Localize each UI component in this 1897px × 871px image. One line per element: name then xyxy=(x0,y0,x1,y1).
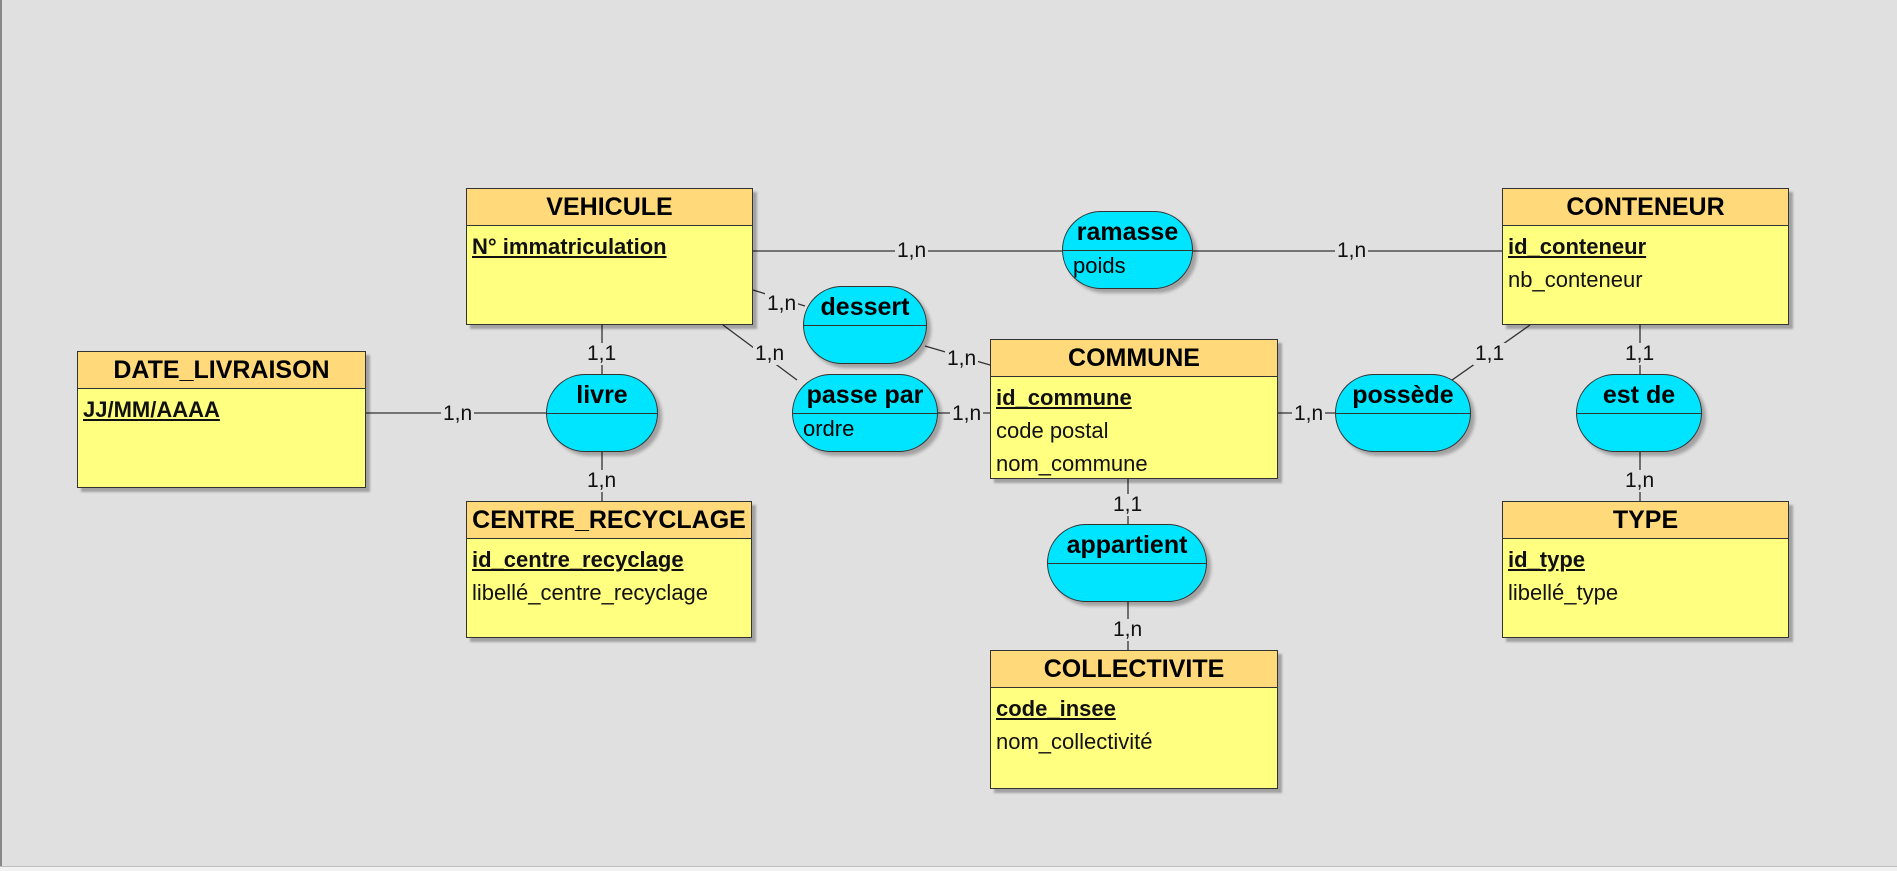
cardinality-vehicule-passe-par: 1,n xyxy=(753,342,787,365)
cardinality-commune-appartient: 1,1 xyxy=(1111,493,1145,516)
primary-key-attribute: JJ/MM/AAAA xyxy=(83,397,220,422)
association-name: possède xyxy=(1336,375,1470,414)
association-name: ramasse xyxy=(1063,212,1192,251)
cardinality-date-livre: 1,n xyxy=(441,402,475,425)
entity-attributes: JJ/MM/AAAA xyxy=(78,389,365,426)
association-property: ordre xyxy=(803,416,855,441)
entity-conteneur[interactable]: CONTENEUR id_conteneur nb_conteneur xyxy=(1502,188,1789,325)
entity-attributes: code_insee nom_collectivité xyxy=(991,688,1277,758)
cardinality-conteneur-est-de: 1,1 xyxy=(1623,342,1657,365)
entity-date-livraison[interactable]: DATE_LIVRAISON JJ/MM/AAAA xyxy=(77,351,366,488)
association-name: livre xyxy=(547,375,657,414)
cardinality-conteneur-possede: 1,1 xyxy=(1473,342,1507,365)
association-name: appartient xyxy=(1048,525,1206,564)
attribute: libellé_type xyxy=(1508,580,1619,605)
entity-attributes: id_centre_recyclage libellé_centre_recycl… xyxy=(467,539,751,609)
association-est-de[interactable]: est de xyxy=(1576,374,1702,452)
association-properties: poids xyxy=(1063,251,1192,281)
cardinality-commune-passe-par: 1,n xyxy=(950,402,984,425)
association-name: dessert xyxy=(804,287,926,326)
entity-type[interactable]: TYPE id_type libellé_type xyxy=(1502,501,1789,638)
association-possede[interactable]: possède xyxy=(1335,374,1471,452)
entity-title: VEHICULE xyxy=(467,189,752,226)
attribute: nb_conteneur xyxy=(1508,267,1643,292)
cardinality-commune-dessert: 1,n xyxy=(945,347,979,370)
association-appartient[interactable]: appartient xyxy=(1047,524,1207,602)
attribute: nom_collectivité xyxy=(996,729,1153,754)
entity-title: DATE_LIVRAISON xyxy=(78,352,365,389)
primary-key-attribute: N° immatriculation xyxy=(472,234,667,259)
primary-key-attribute: id_centre_recyclage xyxy=(472,547,684,572)
attribute: libellé_centre_recyclage xyxy=(472,580,709,605)
association-property: poids xyxy=(1073,253,1126,278)
entity-title: TYPE xyxy=(1503,502,1788,539)
entity-vehicule[interactable]: VEHICULE N° immatriculation xyxy=(466,188,753,325)
entity-attributes: id_conteneur nb_conteneur xyxy=(1503,226,1788,296)
entity-title: CENTRE_RECYCLAGE xyxy=(467,502,751,539)
primary-key-attribute: id_type xyxy=(1508,547,1586,572)
cardinality-centre-livre: 1,n xyxy=(585,469,619,492)
cardinality-vehicule-livre: 1,1 xyxy=(585,342,619,365)
entity-attributes: N° immatriculation xyxy=(467,226,752,263)
primary-key-attribute: id_commune xyxy=(996,385,1132,410)
association-properties: ordre xyxy=(793,414,937,444)
window-left-border xyxy=(0,0,2,870)
entity-attributes: id_type libellé_type xyxy=(1503,539,1788,609)
cardinality-type-est-de: 1,n xyxy=(1623,469,1657,492)
window-bottom-border xyxy=(0,866,1897,871)
attribute: nom_commune xyxy=(996,451,1148,476)
cardinality-vehicule-ramasse: 1,n xyxy=(895,239,929,262)
association-name: passe par xyxy=(793,375,937,414)
primary-key-attribute: id_conteneur xyxy=(1508,234,1647,259)
primary-key-attribute: code_insee xyxy=(996,696,1116,721)
attribute: code postal xyxy=(996,418,1109,443)
entity-title: CONTENEUR xyxy=(1503,189,1788,226)
entity-title: COMMUNE xyxy=(991,340,1277,377)
entity-title: COLLECTIVITE xyxy=(991,651,1277,688)
association-dessert[interactable]: dessert xyxy=(803,286,927,364)
entity-collectivite[interactable]: COLLECTIVITE code_insee nom_collectivité xyxy=(990,650,1278,789)
association-name: est de xyxy=(1577,375,1701,414)
cardinality-commune-possede: 1,n xyxy=(1292,402,1326,425)
cardinality-vehicule-dessert: 1,n xyxy=(765,292,799,315)
cardinality-collectivite-appartient: 1,n xyxy=(1111,618,1145,641)
association-livre[interactable]: livre xyxy=(546,374,658,452)
cardinality-conteneur-ramasse: 1,n xyxy=(1335,239,1369,262)
